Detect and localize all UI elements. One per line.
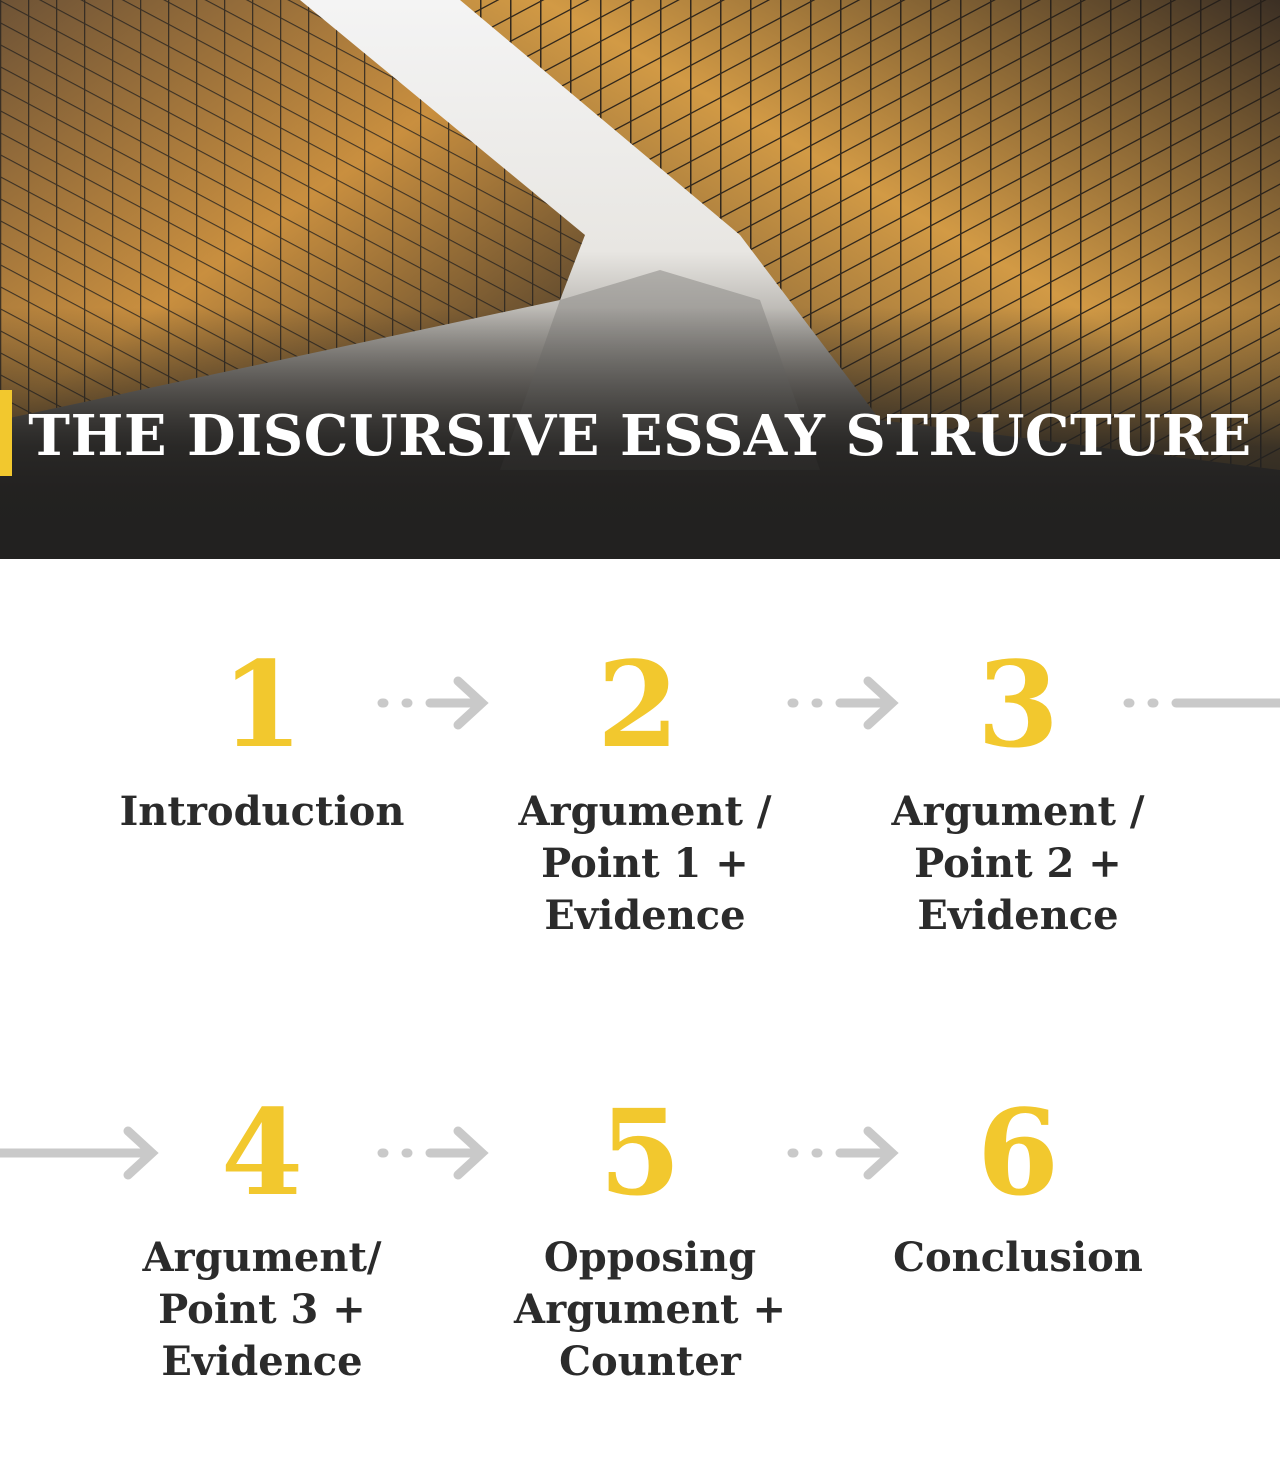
step-5-number: 5 [598, 1083, 682, 1222]
step-3-number: 3 [976, 635, 1060, 774]
arrow-2-to-3 [787, 676, 899, 730]
step-1-label: Introduction [119, 788, 405, 835]
step-1-number: 1 [220, 635, 304, 774]
skyscraper-photo [0, 0, 1280, 559]
title-accent-bar [0, 390, 12, 476]
step-5-label: Opposing Argument + Counter [514, 1234, 786, 1385]
step-4-number: 4 [220, 1083, 304, 1222]
hero-banner: THE DISCURSIVE ESSAY STRUCTURE [0, 0, 1280, 559]
step-2-label: Argument / Point 1 + Evidence [518, 788, 772, 939]
step-6-number: 6 [976, 1083, 1060, 1222]
step-4-label: Argument/ Point 3 + Evidence [142, 1234, 382, 1385]
arrow-1-to-2 [377, 676, 489, 730]
arrow-to-4 [0, 1126, 159, 1180]
arrow-4-to-5 [377, 1126, 489, 1180]
page-title: THE DISCURSIVE ESSAY STRUCTURE [28, 403, 1252, 469]
step-3-label: Argument / Point 2 + Evidence [891, 788, 1145, 939]
step-6-label: Conclusion [893, 1234, 1143, 1281]
step-2-number: 2 [596, 635, 680, 774]
arrow-5-to-6 [787, 1126, 899, 1180]
